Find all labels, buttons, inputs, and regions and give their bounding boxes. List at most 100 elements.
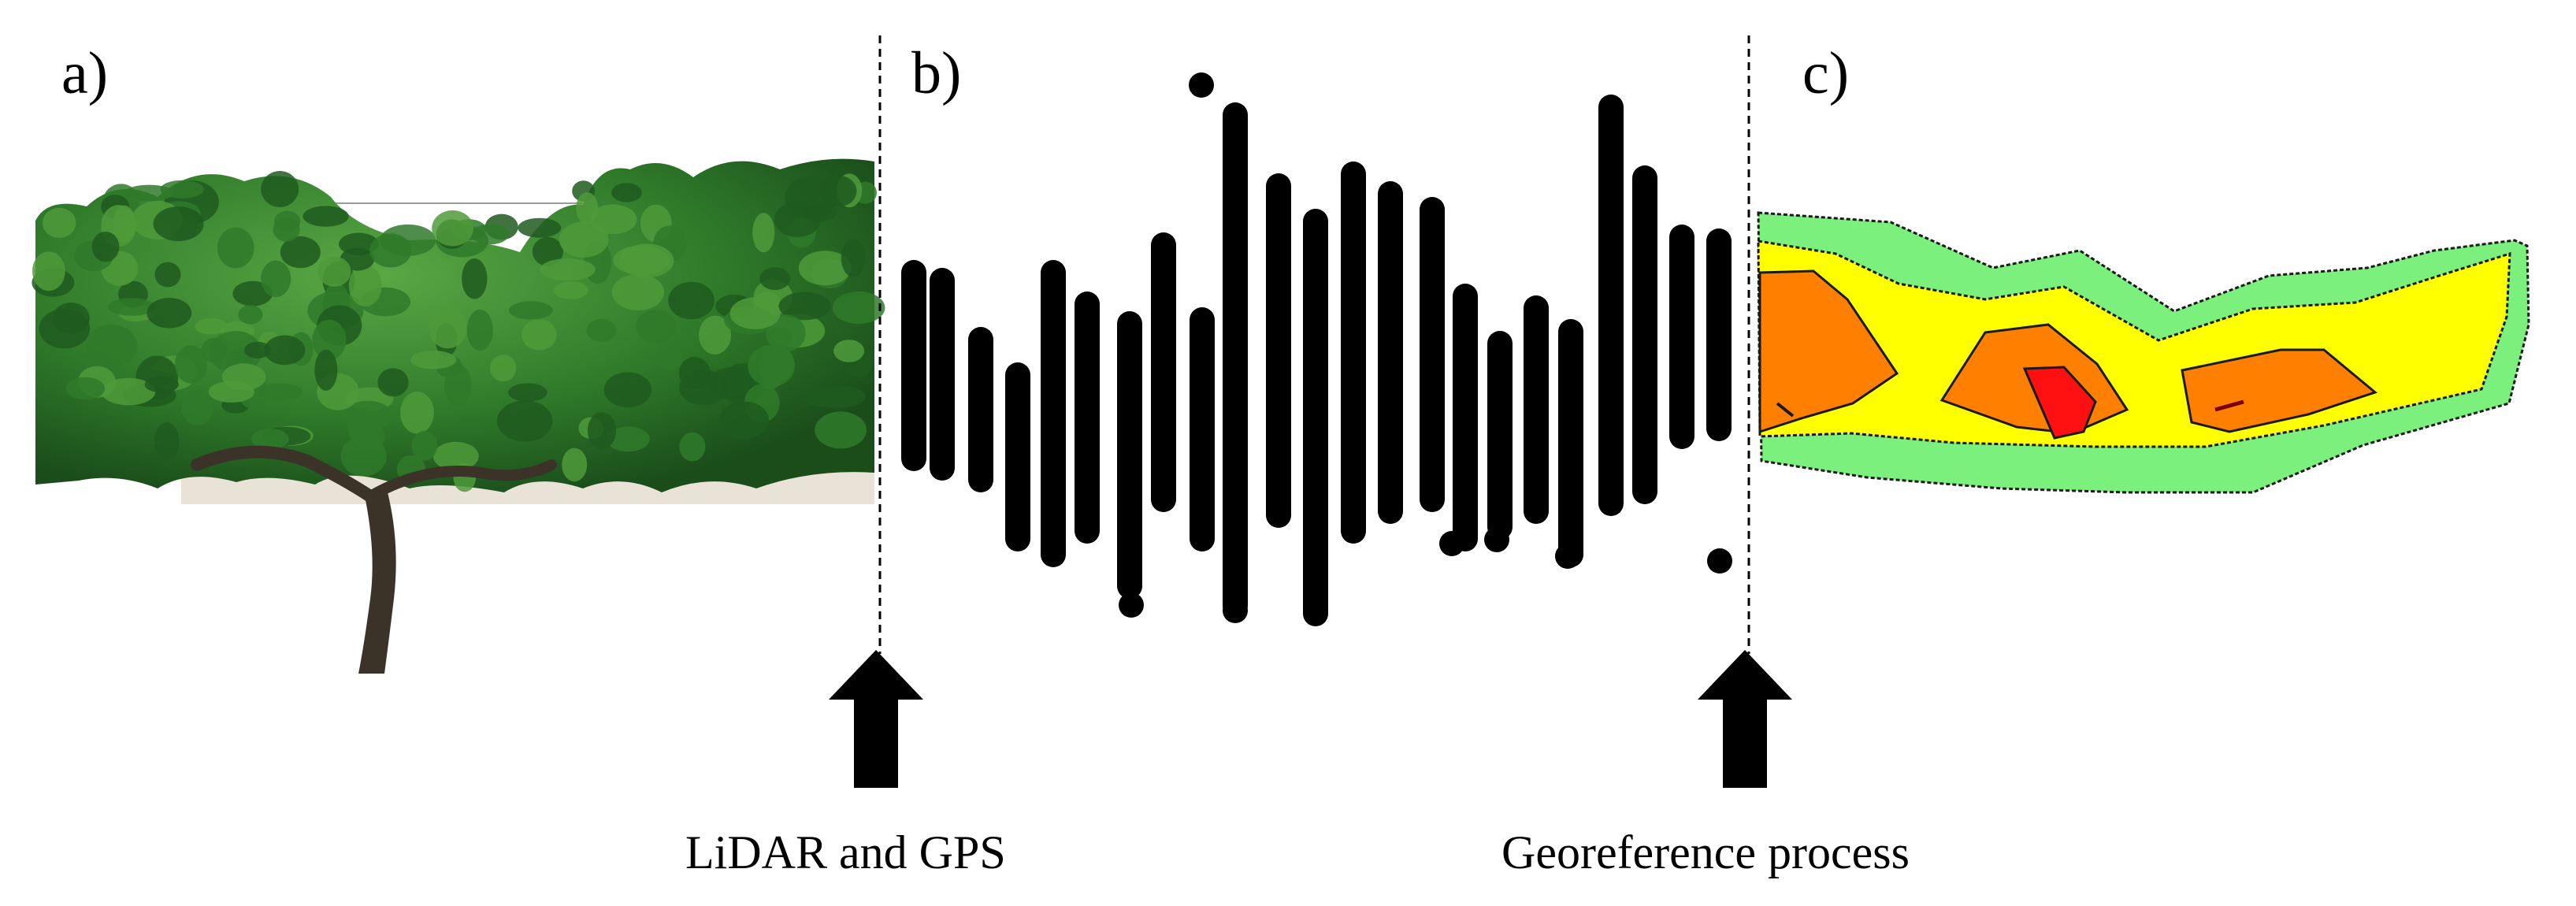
- lidar-point-column: [1420, 197, 1445, 512]
- leaf-cluster: [410, 351, 457, 369]
- map-zone-red: [2022, 366, 2097, 440]
- lidar-point: [1439, 531, 1464, 556]
- leaf-cluster: [432, 210, 473, 247]
- leaf-cluster: [195, 317, 228, 335]
- leaf-cluster: [174, 345, 207, 384]
- up-arrow-icon: [1698, 650, 1792, 788]
- lidar-point: [1555, 544, 1580, 569]
- leaf-cluster: [509, 301, 553, 320]
- leaf-cluster: [217, 227, 254, 269]
- lidar-point-column: [968, 327, 993, 492]
- lidar-point-column: [1190, 307, 1215, 551]
- lidar-point-column: [1041, 260, 1066, 567]
- leaf-cluster: [508, 383, 547, 402]
- leaf-cluster: [766, 314, 806, 352]
- leaf-cluster: [32, 251, 65, 291]
- map-contour-mark-right: [2214, 399, 2244, 412]
- lidar-point-column: [1669, 225, 1694, 449]
- lidar-point-column: [1632, 165, 1657, 504]
- leaf-cluster: [221, 363, 266, 391]
- leaf-cluster: [429, 306, 467, 349]
- leaf-cluster: [752, 213, 775, 253]
- leaf-cluster: [400, 392, 434, 434]
- leaf-cluster: [258, 383, 303, 402]
- leaf-cluster: [317, 256, 351, 287]
- leaf-cluster: [264, 335, 306, 366]
- leaf-cluster: [154, 262, 181, 288]
- leaf-cluster: [518, 217, 562, 238]
- panel-label-a: a): [61, 40, 109, 106]
- leaf-cluster: [655, 347, 683, 370]
- leaf-cluster: [820, 175, 857, 207]
- lidar-point: [1484, 527, 1509, 552]
- leaf-cluster: [833, 340, 865, 362]
- leaf-cluster: [587, 412, 617, 450]
- leaf-cluster: [798, 251, 852, 286]
- lidar-point-column: [901, 260, 926, 471]
- leaf-cluster: [444, 364, 472, 407]
- leaf-cluster: [718, 401, 770, 440]
- leaf-clusters: [32, 171, 885, 492]
- vine-cordon-left: [191, 445, 377, 503]
- map-zone-orange-left: [1758, 269, 1899, 434]
- leaf-cluster: [347, 407, 376, 446]
- leaf-cluster: [369, 233, 412, 268]
- caption-lidar-gps: LiDAR and GPS: [685, 826, 1006, 878]
- leaf-cluster: [251, 428, 289, 450]
- leaf-cluster: [280, 236, 321, 269]
- lidar-point-column: [1223, 102, 1248, 618]
- leaf-cluster: [261, 260, 291, 298]
- leaf-cluster: [86, 324, 138, 368]
- leaf-cluster: [91, 232, 120, 262]
- map-contour-mark-left: [1776, 402, 1795, 418]
- lidar-point-column: [1151, 232, 1176, 512]
- leaf-cluster: [532, 236, 564, 266]
- leaf-cluster: [261, 171, 299, 207]
- leaf-cluster: [147, 298, 192, 329]
- leaf-cluster: [611, 183, 642, 202]
- panel-label-b: b): [911, 40, 962, 106]
- leaf-cluster: [181, 389, 213, 425]
- lidar-point-column: [1487, 331, 1513, 540]
- leaf-cluster: [273, 217, 300, 242]
- leaf-cluster: [833, 291, 885, 325]
- panel-label-c: c): [1802, 40, 1850, 106]
- leaf-cluster: [729, 297, 781, 330]
- lidar-point-column: [1453, 284, 1478, 551]
- leaf-cluster: [101, 377, 156, 406]
- leaf-cluster: [679, 432, 706, 462]
- leaf-cluster: [611, 273, 665, 310]
- leaf-cluster: [522, 319, 557, 351]
- arrow-lidar: [829, 650, 923, 788]
- leaf-cluster: [815, 411, 867, 449]
- leaf-cluster: [238, 305, 263, 325]
- leaf-cluster: [243, 341, 272, 358]
- leaf-cluster: [553, 281, 588, 299]
- leaf-cluster: [65, 377, 106, 400]
- leaf-cluster: [124, 184, 174, 202]
- lidar-point: [1223, 545, 1248, 570]
- leaf-cluster: [576, 192, 599, 225]
- leaf-cluster: [340, 436, 387, 477]
- leaf-cluster: [411, 430, 438, 461]
- lidar-point: [1119, 592, 1144, 618]
- caption-georeference: Georeference process: [1501, 826, 1910, 878]
- leaf-cluster: [540, 258, 596, 281]
- leaf-cluster: [668, 281, 715, 320]
- leaf-cluster: [613, 245, 670, 275]
- leaf-cluster: [144, 376, 179, 393]
- lidar-point-column: [1524, 295, 1549, 524]
- leaf-cluster: [699, 315, 731, 355]
- leaf-cluster: [841, 239, 866, 277]
- lidar-point-column: [1075, 291, 1100, 544]
- leaf-cluster: [303, 206, 349, 227]
- leaf-cluster: [559, 221, 609, 258]
- vine-trunk: [358, 492, 396, 674]
- lidar-point-column: [1558, 319, 1583, 567]
- leaf-cluster: [774, 202, 821, 237]
- leaf-cluster: [811, 385, 867, 408]
- lidar-point-column: [1266, 173, 1291, 528]
- leaf-cluster: [377, 368, 409, 397]
- map-zone-orange-right: [2181, 348, 2378, 433]
- leaf-cluster: [636, 310, 677, 343]
